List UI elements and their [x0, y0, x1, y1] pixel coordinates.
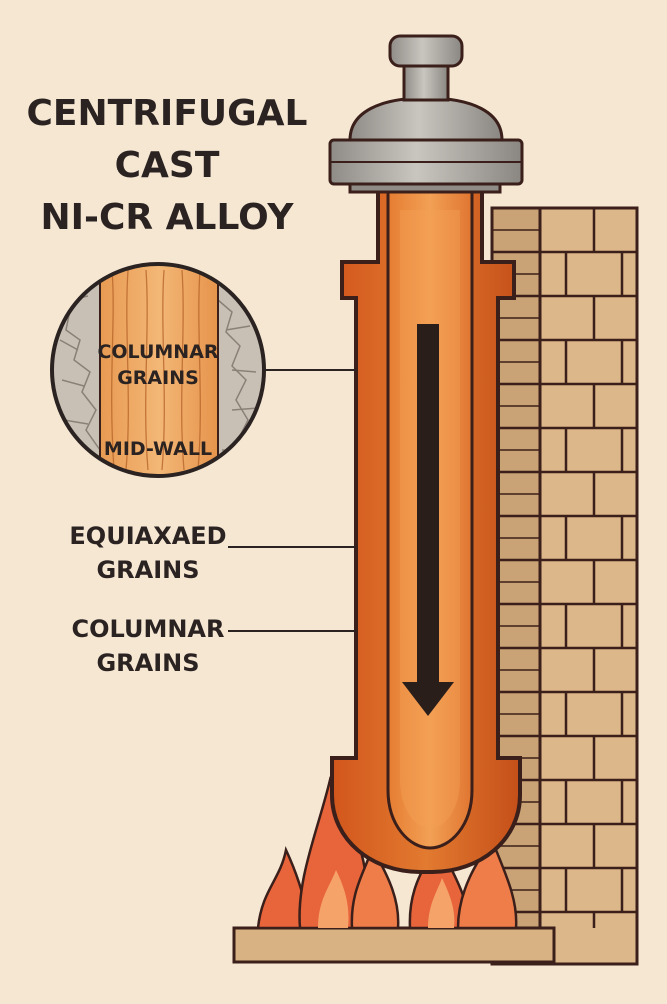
callout-columnar-line2: GRAINS	[96, 649, 200, 677]
inset-label-top-line1: COLUMNAR	[97, 341, 218, 363]
inset-magnifier: COLUMNAR GRAINS MID-WALL	[50, 262, 266, 478]
callout-columnar-line1: COLUMNAR	[71, 615, 225, 643]
mold-cap-icon	[328, 34, 524, 194]
downward-arrow-icon	[402, 324, 454, 716]
brick-wall-icon	[490, 206, 639, 966]
equiaxed-grain-pattern	[52, 295, 259, 453]
ground-slab	[232, 926, 556, 964]
title-line-3: NI-CR ALLOY	[40, 197, 294, 238]
diagram-title: CENTRIFUGAL CAST NI-CR ALLOY	[22, 88, 312, 244]
callout-equiaxed-line2: GRAINS	[96, 556, 200, 584]
leader-lines	[228, 369, 356, 632]
callout-equiaxed-line1: EQUIAXAED	[69, 522, 227, 550]
flame-icon	[256, 776, 518, 930]
title-line-2: CAST	[114, 145, 220, 186]
title-line-1: CENTRIFUGAL	[26, 93, 308, 134]
inset-label-top-line2: GRAINS	[117, 367, 199, 389]
callout-equiaxed-grains: EQUIAXAED GRAINS	[62, 519, 234, 587]
inset-label-bottom: MID-WALL	[104, 438, 212, 460]
callout-columnar-grains: COLUMNAR GRAINS	[62, 612, 234, 680]
